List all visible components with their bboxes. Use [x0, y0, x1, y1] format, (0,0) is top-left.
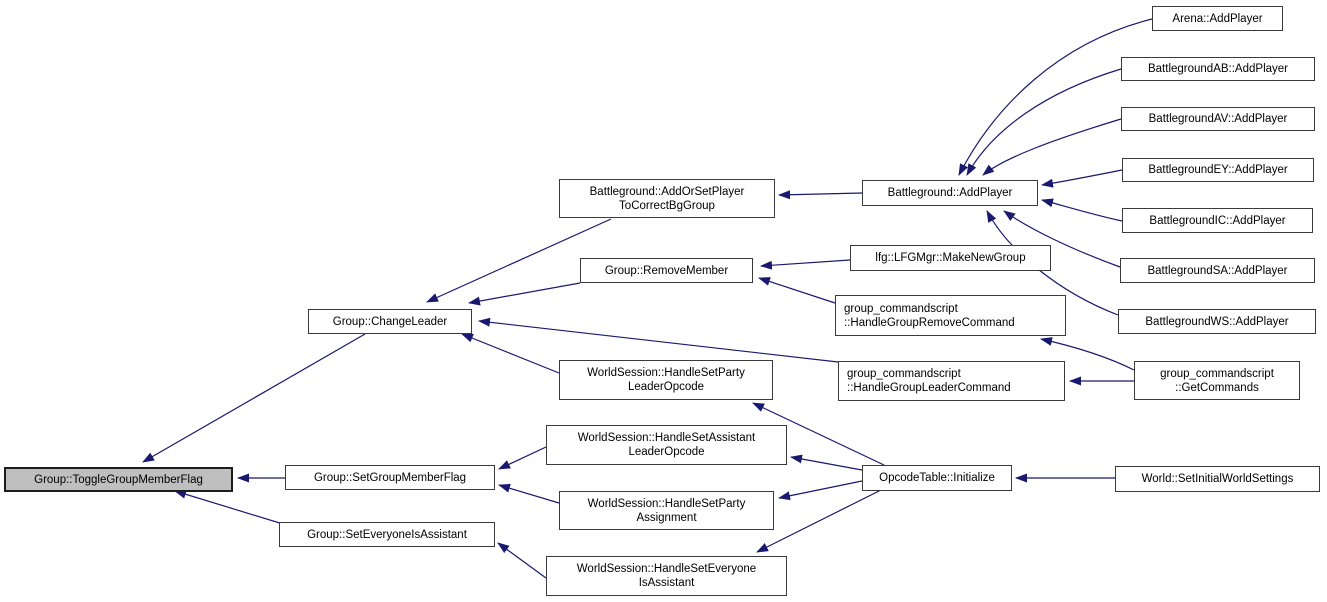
node-battleground-ic-add-player[interactable]: BattlegroundIC::AddPlayer [1122, 208, 1313, 233]
edge-opcode-table-initialize-to-handle-set-party-leader-opcode [752, 402, 885, 466]
node-handle-group-leader-command[interactable]: group_commandscript ::HandleGroupLeaderC… [838, 361, 1065, 401]
edge-handle-set-party-leader-opcode-to-change-leader [461, 333, 560, 374]
node-group-commandscript-get-commands[interactable]: group_commandscript ::GetCommands [1134, 361, 1300, 400]
edge-bg-av-add-player-to-bg-add-player [982, 118, 1122, 176]
node-battleground-add-or-set-player[interactable]: Battleground::AddOrSetPlayer ToCorrectBg… [559, 179, 775, 218]
node-battleground-ey-add-player[interactable]: BattlegroundEY::AddPlayer [1122, 158, 1314, 182]
edge-bg-ic-add-player-to-bg-add-player [1041, 198, 1123, 222]
edge-opcode-table-initialize-to-handle-set-assistant-leader-opcode [790, 454, 863, 471]
edge-remove-member-to-change-leader [468, 282, 581, 306]
node-world-set-initial-world-settings[interactable]: World::SetInitialWorldSettings [1115, 466, 1320, 492]
node-battleground-add-player[interactable]: Battleground::AddPlayer [862, 180, 1038, 206]
node-handle-set-party-assignment[interactable]: WorldSession::HandleSetParty Assignment [559, 491, 774, 530]
edge-bg-add-or-set-player-to-change-leader [426, 218, 612, 303]
node-arena-add-player[interactable]: Arena::AddPlayer [1152, 6, 1283, 31]
edge-bg-add-player-to-bg-add-or-set-player [778, 190, 863, 200]
edge-bg-ey-add-player-to-bg-add-player [1041, 169, 1123, 188]
node-handle-set-assistant-leader-opcode[interactable]: WorldSession::HandleSetAssistant LeaderO… [546, 425, 787, 465]
node-handle-set-party-leader-opcode[interactable]: WorldSession::HandleSetParty LeaderOpcod… [559, 360, 773, 400]
node-opcode-table-initialize[interactable]: OpcodeTable::Initialize [862, 465, 1012, 491]
edge-handle-group-remove-command-to-remove-member [758, 277, 836, 304]
edge-bg-ab-add-player-to-bg-add-player [966, 68, 1122, 176]
edge-handle-set-everyone-is-assistant-to-set-everyone-is-assistant [497, 542, 547, 579]
edge-set-everyone-is-assistant-to-toggle-group-member-flag [174, 489, 284, 525]
edge-handle-group-leader-command-to-change-leader [478, 317, 839, 363]
edge-opcode-table-initialize-to-handle-set-everyone-is-assistant [756, 489, 882, 553]
node-group-change-leader[interactable]: Group::ChangeLeader [308, 309, 472, 334]
node-lfg-make-new-group[interactable]: lfg::LFGMgr::MakeNewGroup [850, 245, 1051, 271]
node-battleground-ab-add-player[interactable]: BattlegroundAB::AddPlayer [1121, 57, 1315, 81]
edge-lfg-make-new-group-to-remove-member [760, 259, 851, 270]
node-group-toggle-group-member-flag: Group::ToggleGroupMemberFlag [4, 467, 233, 492]
edge-get-commands-to-handle-group-remove-command [1040, 337, 1135, 371]
edge-change-leader-to-toggle-group-member-flag [142, 333, 366, 463]
node-battleground-ws-add-player[interactable]: BattlegroundWS::AddPlayer [1118, 309, 1316, 334]
edge-bg-sa-add-player-to-bg-add-player [1003, 210, 1121, 268]
node-group-remove-member[interactable]: Group::RemoveMember [580, 258, 753, 283]
edge-handle-set-party-assignment-to-set-group-member-flag [498, 483, 560, 504]
node-handle-set-everyone-is-assistant[interactable]: WorldSession::HandleSetEveryone IsAssist… [546, 556, 787, 596]
node-battleground-sa-add-player[interactable]: BattlegroundSA::AddPlayer [1120, 258, 1315, 283]
node-battleground-av-add-player[interactable]: BattlegroundAV::AddPlayer [1121, 107, 1315, 131]
edge-handle-set-assistant-leader-opcode-to-set-group-member-flag [498, 446, 547, 470]
node-handle-group-remove-command[interactable]: group_commandscript ::HandleGroupRemoveC… [835, 295, 1066, 336]
node-group-set-everyone-is-assistant[interactable]: Group::SetEveryoneIsAssistant [279, 522, 495, 547]
edge-opcode-table-initialize-to-handle-set-party-assignment [778, 480, 863, 501]
edge-arena-add-player-to-bg-add-player [958, 18, 1153, 176]
node-group-set-group-member-flag[interactable]: Group::SetGroupMemberFlag [285, 465, 495, 490]
